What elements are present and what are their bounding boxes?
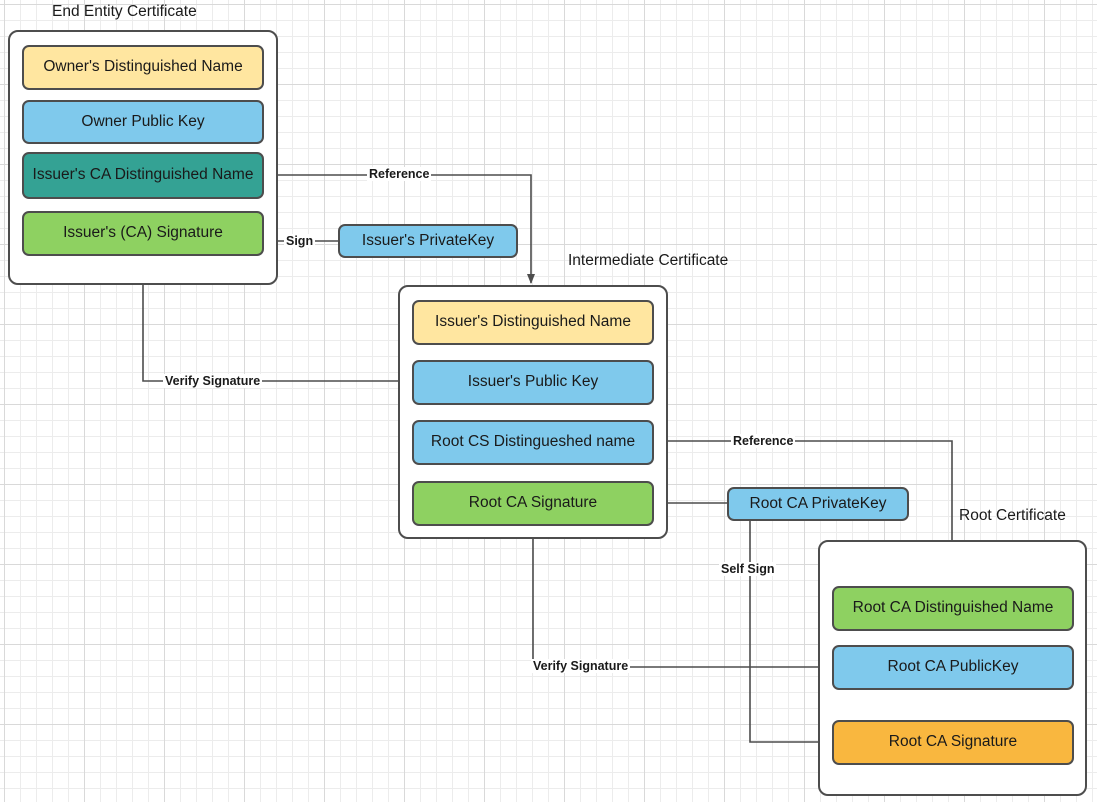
group-label-root: Root Certificate xyxy=(959,507,1066,524)
field-root-ca-signature-intermediate[interactable]: Root CA Signature xyxy=(412,481,654,526)
field-root-cs-distingueshed-name[interactable]: Root CS Distingueshed name xyxy=(412,420,654,465)
field-issuers-distinguished-name[interactable]: Issuer's Distinguished Name xyxy=(412,300,654,345)
edge-label-self-sign: Self Sign xyxy=(719,562,777,576)
group-label-intermediate: Intermediate Certificate xyxy=(568,252,729,269)
field-issuers-ca-distinguished-name[interactable]: Issuer's CA Distinguished Name xyxy=(22,152,264,199)
field-root-ca-distinguished-name[interactable]: Root CA Distinguished Name xyxy=(832,586,1074,631)
edge-label-sign: Sign xyxy=(284,234,316,248)
edge-label-verify-signature-bottom: Verify Signature xyxy=(531,659,631,673)
field-owners-distinguished-name[interactable]: Owner's Distinguished Name xyxy=(22,45,264,90)
key-issuers-private-key[interactable]: Issuer's PrivateKey xyxy=(338,224,518,258)
edge-label-reference-bottom: Reference xyxy=(731,434,796,448)
group-label-end-entity: End Entity Certificate xyxy=(52,3,197,20)
edge-label-reference-top: Reference xyxy=(367,167,432,181)
field-issuers-public-key[interactable]: Issuer's Public Key xyxy=(412,360,654,405)
field-owner-public-key[interactable]: Owner Public Key xyxy=(22,100,264,144)
key-root-ca-private-key[interactable]: Root CA PrivateKey xyxy=(727,487,909,521)
field-issuers-ca-signature[interactable]: Issuer's (CA) Signature xyxy=(22,211,264,256)
field-root-ca-signature-root[interactable]: Root CA Signature xyxy=(832,720,1074,765)
edge-label-verify-signature-top: Verify Signature xyxy=(163,374,263,388)
field-root-ca-public-key[interactable]: Root CA PublicKey xyxy=(832,645,1074,690)
